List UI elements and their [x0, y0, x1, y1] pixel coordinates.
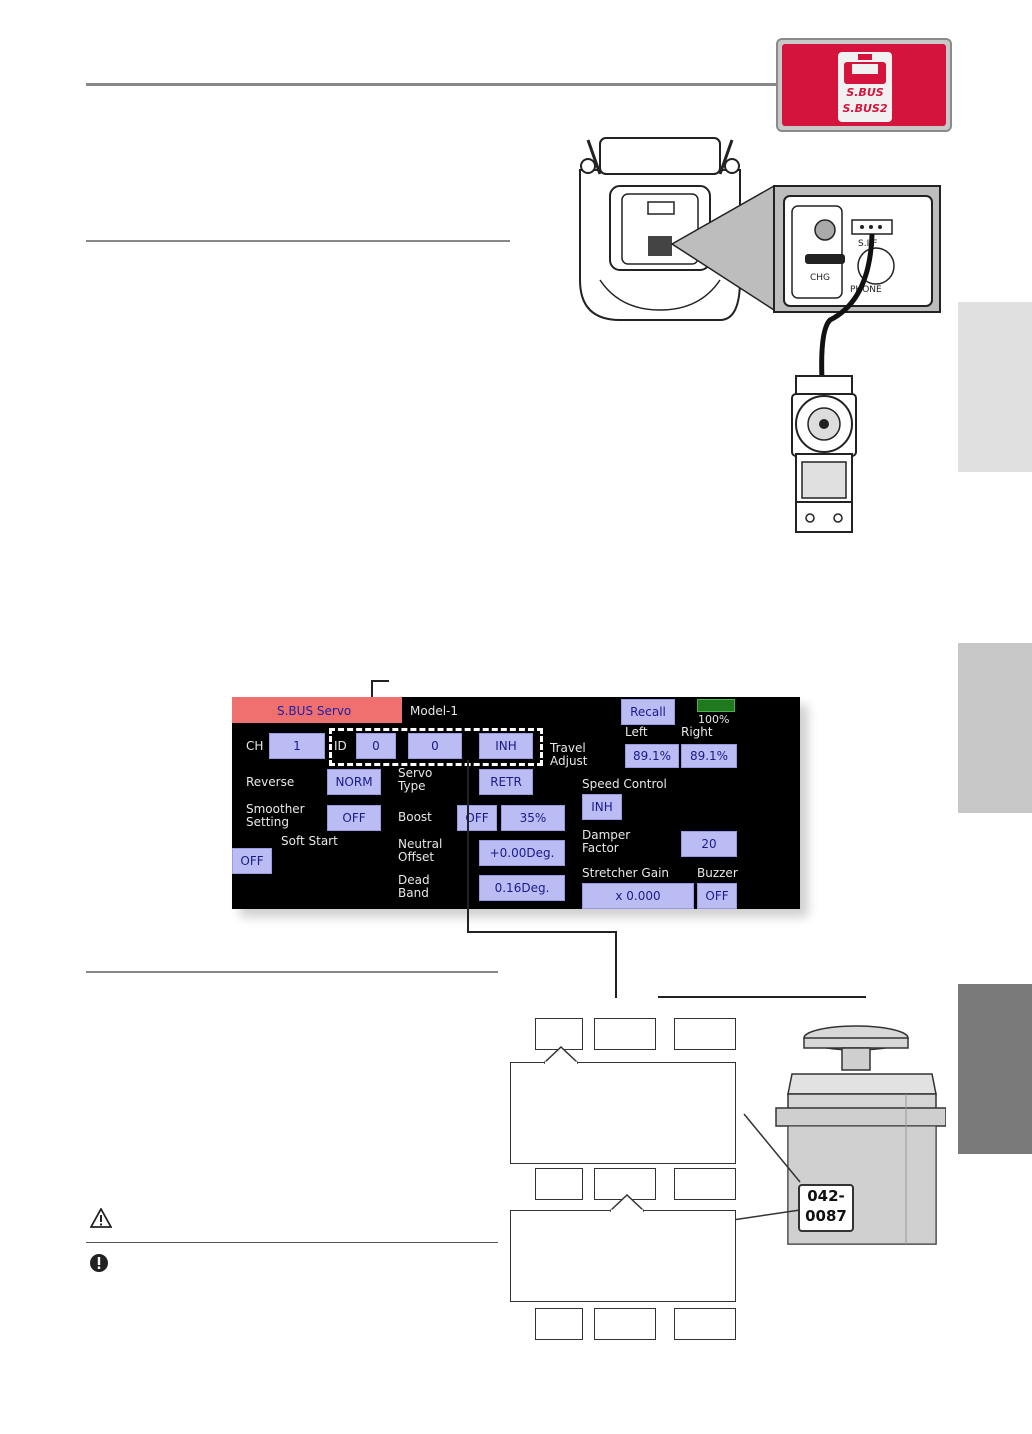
id-code-box-1b	[594, 1018, 656, 1050]
boost-value-button[interactable]: 35%	[501, 805, 565, 831]
sif-port-icon	[648, 236, 672, 256]
screen-title: S.BUS Servo	[277, 704, 352, 718]
side-tab-1	[958, 302, 1032, 472]
logo-sbus2-text: S.BUS2	[842, 102, 888, 115]
servo-logo-icon	[844, 54, 886, 84]
soft-start-button[interactable]: OFF	[232, 848, 272, 874]
screen-callout-line	[371, 680, 389, 682]
stretcher-gain-button[interactable]: x 0.000	[582, 883, 694, 909]
boost-toggle-button[interactable]: OFF	[457, 805, 497, 831]
smoother-button[interactable]: OFF	[327, 805, 381, 831]
servo-illustration	[736, 1025, 946, 1245]
id-code-box-2a	[535, 1168, 583, 1200]
travel-adjust-label: Travel Adjust	[550, 741, 588, 768]
battery-icon	[697, 699, 735, 712]
id-button-1[interactable]: 0	[356, 733, 396, 759]
bubble-2-pointer	[610, 1194, 644, 1212]
id-button-3[interactable]: INH	[479, 733, 533, 759]
explanation-bubble-1	[510, 1062, 736, 1164]
travel-left-button[interactable]: 89.1%	[625, 744, 679, 768]
svg-text:S.I/F: S.I/F	[858, 239, 877, 249]
damper-factor-button[interactable]: 20	[681, 831, 737, 857]
speed-control-label: Speed Control	[582, 777, 667, 791]
neutral-offset-button[interactable]: +0.00Deg.	[479, 840, 565, 866]
id-code-box-2c	[674, 1168, 736, 1200]
explanation-bubble-2	[510, 1210, 736, 1302]
reverse-button[interactable]: NORM	[327, 769, 381, 795]
id-code-box-3a	[535, 1308, 583, 1340]
section-rule-1	[86, 240, 510, 242]
recall-button[interactable]: Recall	[621, 699, 675, 725]
screen-title-bar	[232, 697, 402, 723]
id-button-2[interactable]: 0	[408, 733, 462, 759]
smoother-label: Smoother Setting	[246, 802, 305, 829]
logo-sbus-text: S.BUS	[846, 86, 884, 99]
id-code-box-3c	[674, 1308, 736, 1340]
damper-factor-label: Damper Factor	[582, 828, 631, 855]
dead-band-label: Dead Band	[398, 873, 430, 900]
boost-label: Boost	[398, 810, 432, 824]
ch-label: CH	[246, 739, 264, 753]
id-code-box-2b	[594, 1168, 656, 1200]
transmitter-connection-illustration: CHG S.I/F PHONE	[579, 137, 941, 533]
servo-type-button[interactable]: RETR	[479, 769, 533, 795]
warning-icon	[90, 1208, 112, 1228]
bubble-1-pointer	[544, 1046, 578, 1064]
ch-button[interactable]: 1	[269, 733, 325, 759]
right-label: Right	[681, 725, 713, 739]
buzzer-label: Buzzer	[697, 866, 738, 880]
svg-text:CHG: CHG	[810, 273, 830, 283]
servo-type-label: Servo Type	[398, 766, 433, 793]
important-icon	[90, 1254, 108, 1272]
reverse-label: Reverse	[246, 775, 295, 789]
speed-control-button[interactable]: INH	[582, 794, 622, 820]
side-tab-2	[958, 643, 1032, 813]
sbus-servo-screen: S.BUS Servo Model-1 Recall 100% CH 1 ID …	[232, 697, 800, 909]
travel-right-button[interactable]: 89.1%	[681, 744, 737, 768]
id-code-box-3b	[594, 1308, 656, 1340]
section-rule-3	[86, 1242, 498, 1243]
servo-id-sticker: 042- 0087	[798, 1184, 854, 1232]
soft-start-label: Soft Start	[281, 834, 338, 848]
stretcher-gain-label: Stretcher Gain	[582, 866, 670, 880]
dead-band-button[interactable]: 0.16Deg.	[479, 875, 565, 901]
svg-text:PHONE: PHONE	[850, 285, 882, 295]
buzzer-button[interactable]: OFF	[697, 883, 737, 909]
header-rule	[86, 83, 778, 86]
side-tab-3	[958, 984, 1032, 1154]
sticker-line-2: 0087	[805, 1207, 847, 1225]
id-connector-line	[467, 760, 617, 998]
id-label: ID	[334, 739, 347, 753]
id-code-box-1c	[674, 1018, 736, 1050]
neutral-offset-label: Neutral Offset	[398, 837, 443, 864]
id-highlight-box	[329, 728, 543, 766]
sticker-line-1: 042-	[807, 1187, 845, 1205]
model-name: Model-1	[410, 704, 458, 718]
section-rule-2	[86, 971, 498, 973]
battery-percent: 100%	[698, 713, 730, 726]
sbus-logo: S.BUS S.BUS2	[776, 38, 952, 132]
section-rule-4	[658, 996, 866, 998]
left-label: Left	[625, 725, 648, 739]
